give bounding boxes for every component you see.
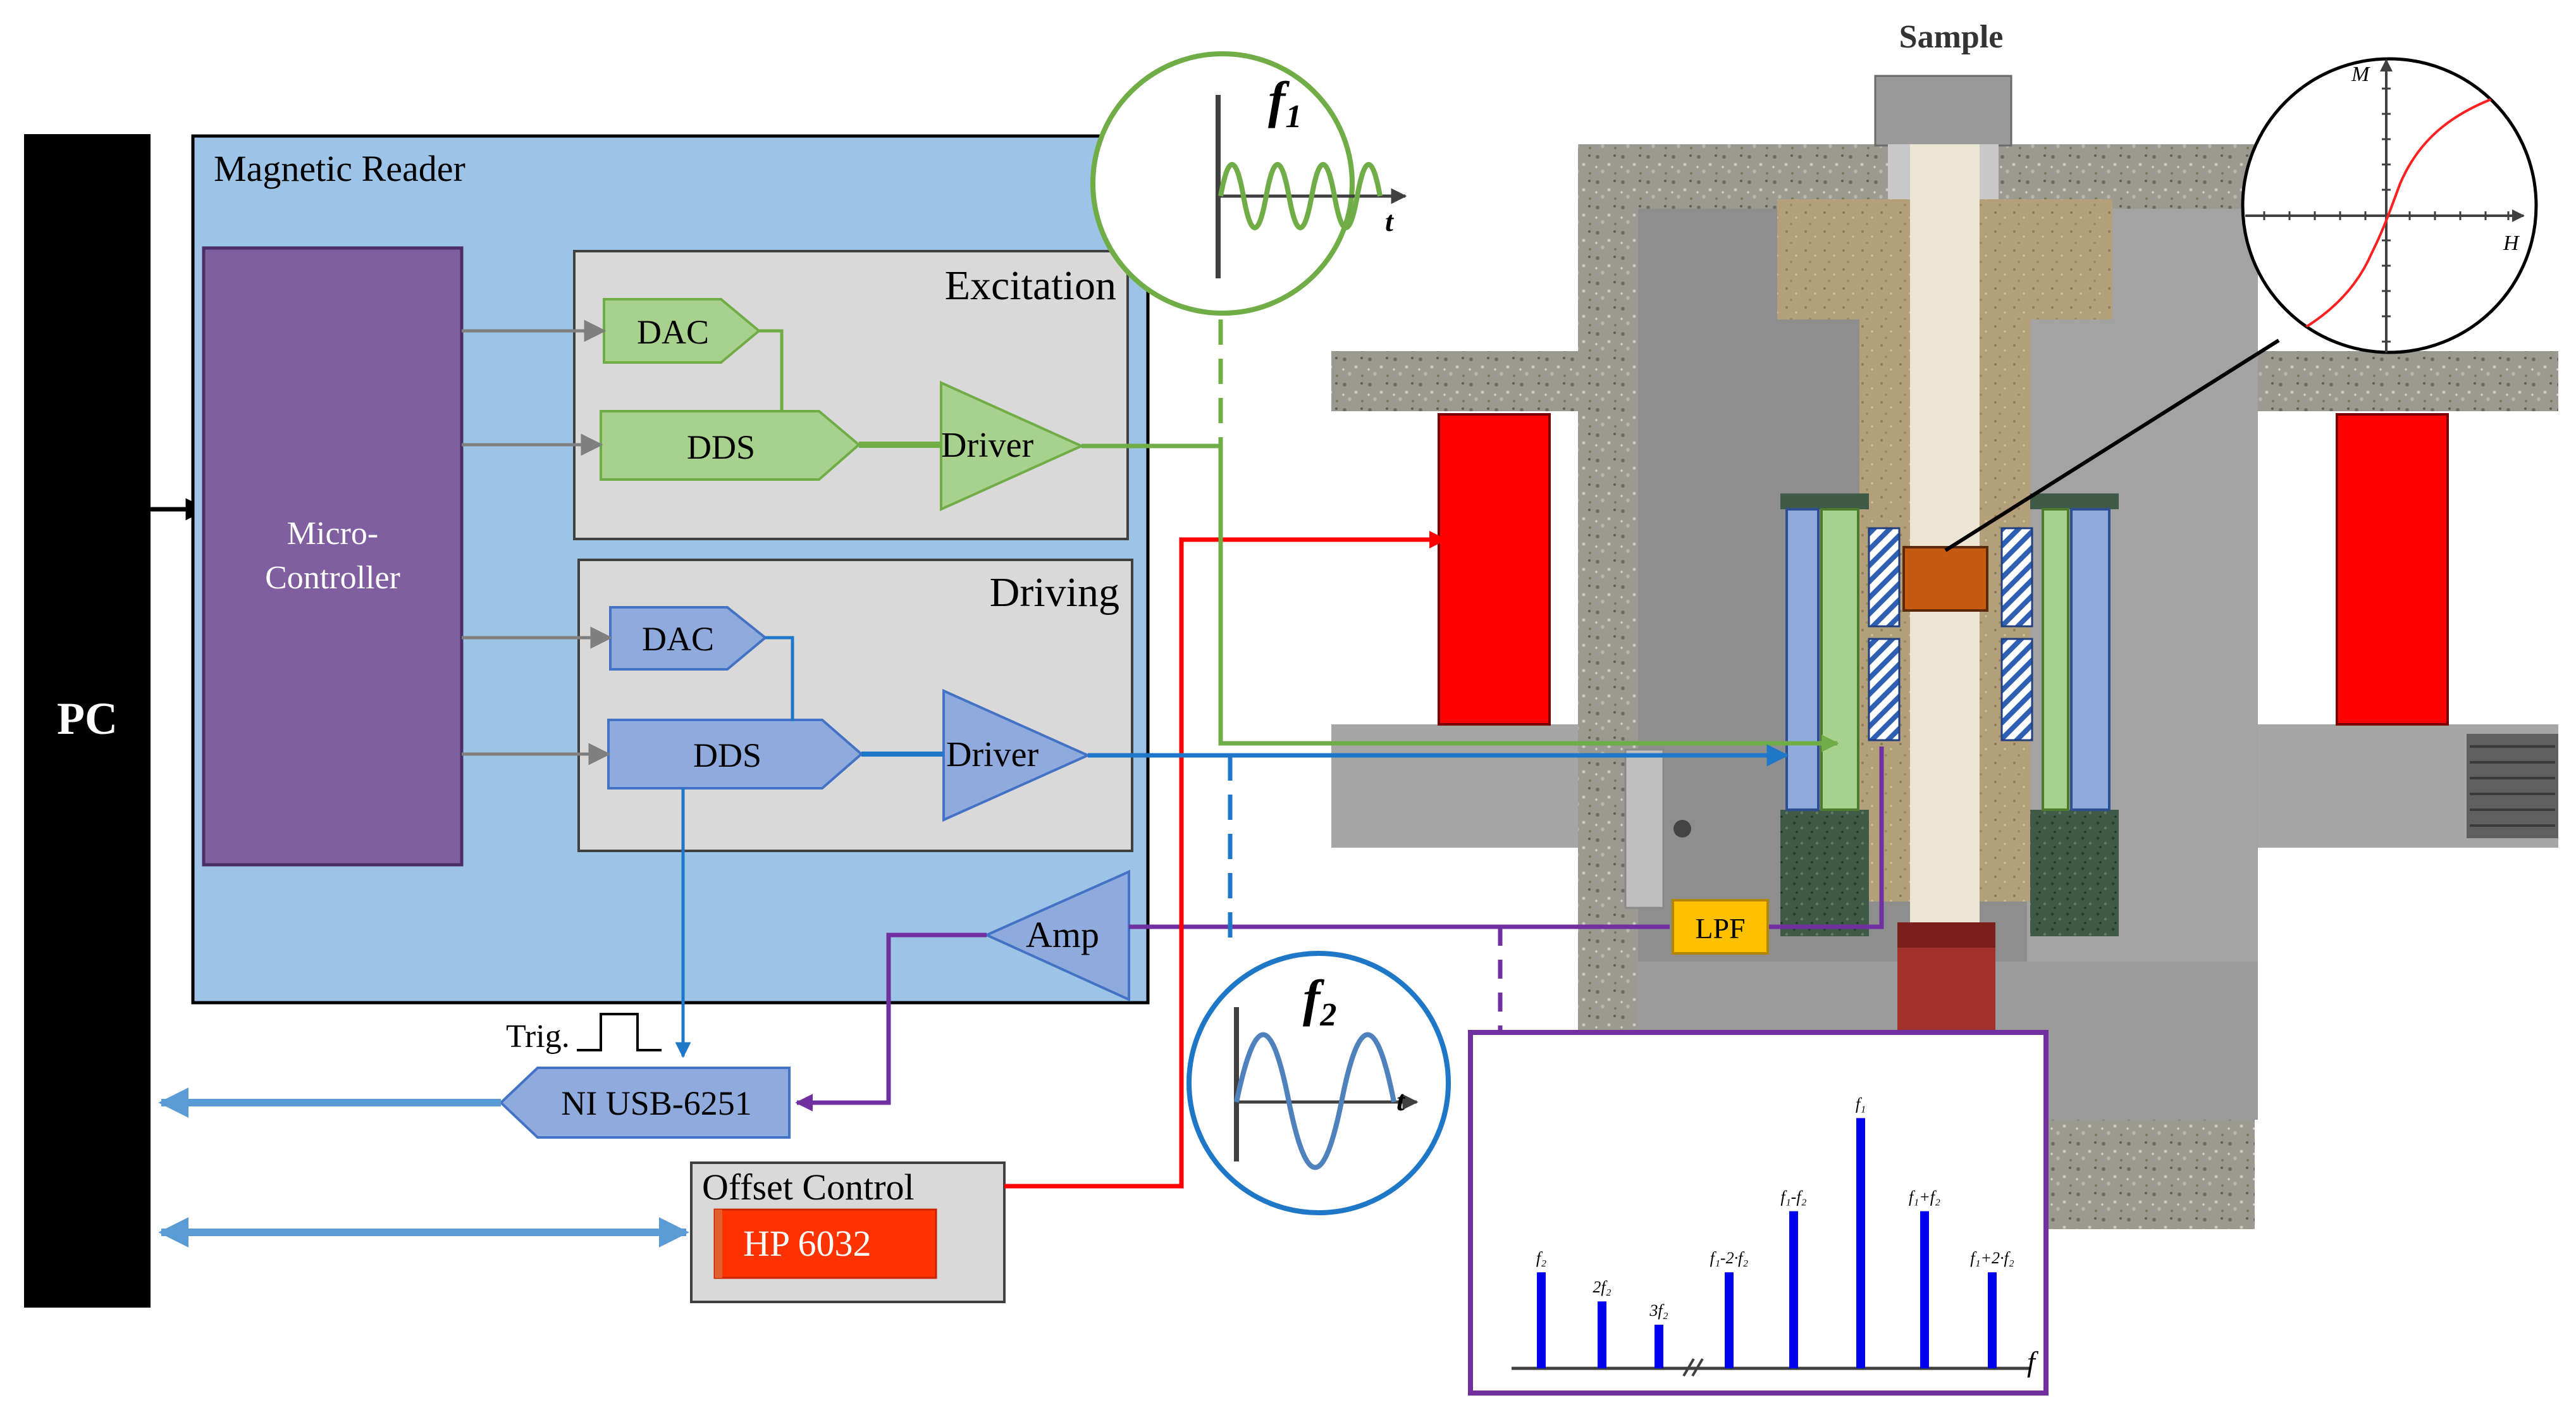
right-magnet xyxy=(2336,413,2449,726)
excitation-dac-block xyxy=(603,298,761,364)
spectrum-bar-label: 3f₂ xyxy=(1649,1301,1668,1320)
driving-dds-block xyxy=(607,719,864,790)
amp-block xyxy=(983,869,1130,1002)
spectrum-bar xyxy=(1856,1118,1865,1368)
spectrum-bar-label: f₂ xyxy=(1536,1249,1546,1267)
spectrum-bar-label: f₁ xyxy=(1856,1094,1866,1113)
spectrum-bar-label: f₁-2·f₂ xyxy=(1710,1249,1749,1267)
driving-dds-label: DDS xyxy=(693,736,761,774)
spectrum-bar xyxy=(1598,1301,1606,1368)
driving-driver-label: Driver xyxy=(946,735,1039,774)
micro-controller-block xyxy=(202,246,464,867)
spectrum-bar xyxy=(1789,1211,1798,1368)
spectrum-bar-label: 2f₂ xyxy=(1593,1278,1611,1296)
spectrum-bar xyxy=(1920,1211,1929,1368)
spectrum-bar xyxy=(1537,1272,1546,1368)
spectrum-bar xyxy=(1988,1272,1997,1368)
micro-controller-label-1: Micro- xyxy=(287,516,378,552)
spectrum-bars: f₂ 2f₂ 3f₂ f₁-2·f₂ f₁-f₂ f₁ f₁+f₂ f₁+2·f₂ xyxy=(1536,1094,2014,1368)
driving-dac-label: DAC xyxy=(642,620,714,658)
sample-block xyxy=(1902,546,1988,612)
spectrum-bar xyxy=(1655,1325,1663,1368)
mh-x-axis-label: H xyxy=(2503,232,2520,255)
apparatus-cross-section xyxy=(1331,75,2558,1229)
f2-waveform-inset: f2 t xyxy=(1186,951,1451,1215)
spectrum-bar-label: f₁+2·f₂ xyxy=(1970,1249,2014,1267)
excitation-driver-label: Driver xyxy=(941,426,1034,465)
trig-label: Trig. xyxy=(506,1019,570,1055)
lpf-label: LPF xyxy=(1695,912,1745,944)
daq-block xyxy=(499,1067,791,1139)
excitation-title: Excitation xyxy=(945,263,1116,309)
amp-label: Amp xyxy=(1026,914,1099,955)
micro-controller-label-2: Controller xyxy=(265,560,400,596)
f1-axis-label: t xyxy=(1385,205,1394,237)
offset-control-title: Offset Control xyxy=(702,1167,915,1208)
f1-waveform-inset: f1 t xyxy=(1090,51,1407,316)
daq-label: NI USB-6251 xyxy=(561,1084,752,1122)
driving-title: Driving xyxy=(990,569,1119,616)
excitation-dac-label: DAC xyxy=(637,313,709,351)
spectrum-bar-label: f₁+f₂ xyxy=(1909,1188,1940,1206)
mh-y-axis-label: M xyxy=(2351,63,2370,86)
pc-label: PC xyxy=(57,693,118,744)
hp-6032-label: HP 6032 xyxy=(743,1223,872,1264)
trig-pulse xyxy=(577,1013,662,1051)
pc-block xyxy=(24,134,151,1308)
lpf-block xyxy=(1672,899,1769,955)
left-magnet xyxy=(1438,413,1551,726)
excitation-dds-label: DDS xyxy=(687,428,755,466)
sample-label: Sample xyxy=(1899,19,2004,55)
f2-label: f2 xyxy=(1303,969,1336,1033)
f2-axis-label: t xyxy=(1396,1084,1405,1117)
magnetic-reader-title: Magnetic Reader xyxy=(214,148,465,189)
spectrum-bar xyxy=(1725,1272,1734,1368)
driving-dac-block xyxy=(609,606,768,671)
spectrum-bar-label: f₁-f₂ xyxy=(1780,1188,1806,1206)
mh-curve-inset: M H xyxy=(1944,57,2538,552)
